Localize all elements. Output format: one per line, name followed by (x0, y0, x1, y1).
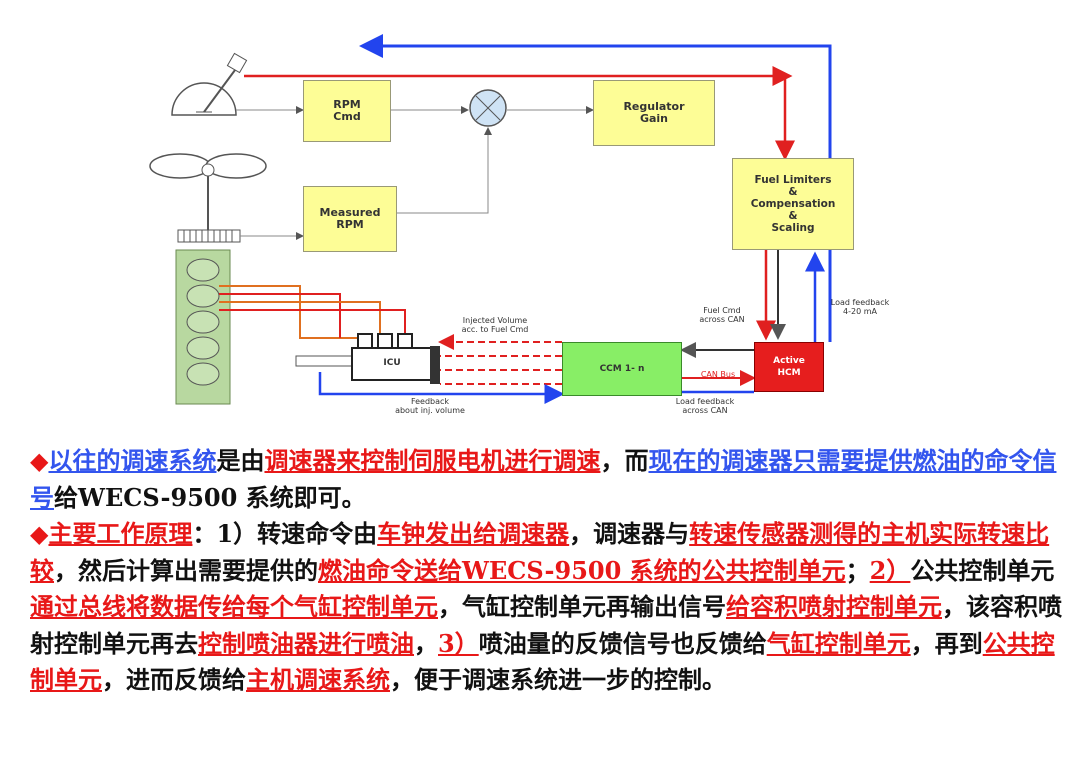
text-segment: ， (414, 628, 438, 658)
text-segment: 3） (438, 628, 479, 658)
text-segment: ； (845, 555, 870, 585)
ccm-block: CCM 1- n (562, 342, 682, 396)
text-segment: 公共控制单元 (910, 555, 1055, 585)
measured-rpm-block: Measured RPM (303, 186, 397, 252)
text-segment: 调速器来控制伺服电机进行调速 (264, 446, 601, 475)
text-segment: ，气缸控制单元再输出信号 (438, 592, 726, 621)
text-segment: 车钟发出给调速器 (377, 519, 570, 548)
text-segment: 以往的调速系统 (48, 446, 217, 475)
load-feedback-can-label: Load feedback across CAN (675, 397, 735, 415)
rpm-cmd-block: RPM Cmd (303, 80, 391, 142)
fuel-limiters-block: Fuel Limiters & Compensation & Scaling (732, 158, 854, 250)
text-segment: 给容积喷射控制单元 (726, 592, 942, 621)
text-segment: ：1） (192, 519, 258, 548)
engine-block-icon (175, 249, 231, 405)
text-segment: 燃油命令送给WECS-9500 系统的公共控制单元 (318, 555, 846, 585)
text-segment: 转速传感器测得的主机实际转速比较 (30, 519, 1050, 585)
text-segment: 主机调速系统 (246, 665, 390, 694)
summing-junction-icon (469, 89, 507, 127)
text-segment: ，进而反馈给 (102, 665, 246, 694)
telegraph-lever-icon (171, 52, 248, 116)
fuel-cmd-label: Fuel Cmd across CAN (699, 306, 745, 324)
text-segment: 气缸控制单元 (766, 628, 911, 658)
propeller-icon (149, 153, 267, 243)
regulator-gain-block: Regulator Gain (593, 80, 715, 146)
text-segment: 是由 (216, 446, 265, 475)
text-segment: 喷油量的反馈信号也反馈给 (478, 628, 767, 658)
load-feedback-ma-label: Load feedback 4-20 mA (830, 298, 890, 316)
text-segment: 通过总线将数据传给每个气缸控制单元 (30, 592, 438, 621)
text-segment: ，该容积喷射控制单元再去 (30, 592, 1062, 658)
diagram-lines (149, 34, 832, 405)
text-segment: ，再到 (910, 628, 983, 658)
text-segment: 现在的调速器只需要提供燃油的命令信号 (30, 446, 1057, 512)
text-segment: 控制喷油器进行喷油 (198, 628, 414, 658)
text-segment: ◆ (30, 519, 49, 548)
text-segment: ，而 (600, 446, 649, 475)
text-segment: 转速命令由 (257, 519, 378, 548)
paragraph-principle: ◆主要工作原理：1）转速命令由车钟发出给调速器，调速器与转速传感器测得的主机实际… (30, 516, 1070, 699)
can-bus-label: CAN Bus (700, 370, 736, 379)
icu-unit (295, 333, 440, 384)
feedback-inj-label: Feedback about inj. volume (395, 397, 465, 415)
text-segment: ，调速器与 (569, 519, 690, 548)
text-segment: ，然后计算出需要提供的 (54, 555, 318, 585)
text-segment: ◆ (30, 446, 49, 475)
control-diagram: RPM Cmd Regulator Gain Measured RPM Fuel… (149, 34, 890, 415)
text-segment: 给WECS-9500 系统即可。 (54, 482, 366, 512)
icu-label: ICU (383, 358, 401, 368)
text-segment: ，便于调速系统进一步的控制。 (390, 665, 726, 694)
active-hcm-block: Active HCM (754, 342, 824, 392)
explanation-text: ◆以往的调速系统是由调速器来控制伺服电机进行调速，而现在的调速器只需要提供燃油的… (30, 443, 1070, 699)
text-segment: 2） (869, 555, 911, 585)
text-segment: 主要工作原理 (48, 519, 193, 548)
text-segment: 公共控制单元 (30, 628, 1055, 695)
paragraph-governor: ◆以往的调速系统是由调速器来控制伺服电机进行调速，而现在的调速器只需要提供燃油的… (30, 443, 1070, 516)
injected-volume-label: Injected Volume acc. to Fuel Cmd (461, 316, 529, 334)
